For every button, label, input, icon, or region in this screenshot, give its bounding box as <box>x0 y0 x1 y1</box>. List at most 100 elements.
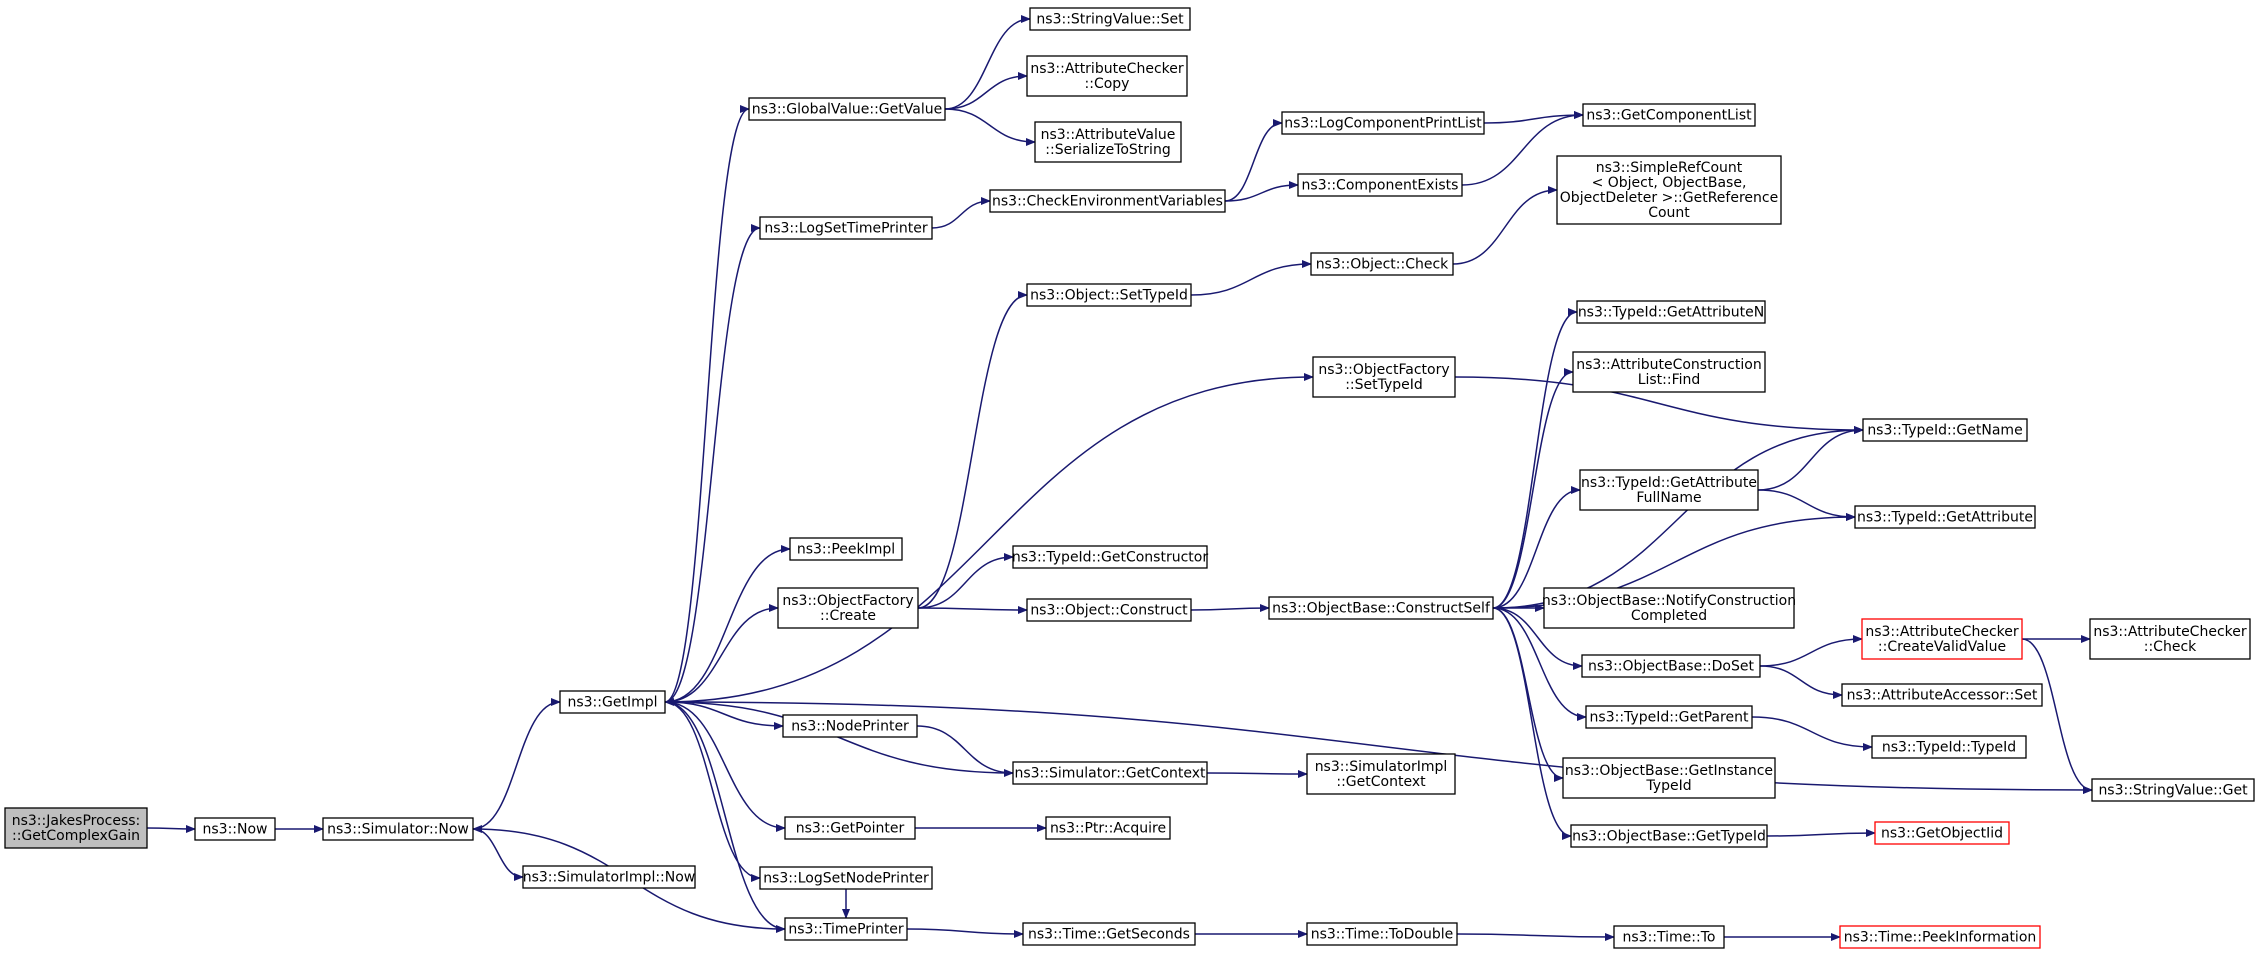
node-label: ns3::SimulatorImpl <box>1315 759 1448 775</box>
edge-accreate-to-svget <box>2021 638 2093 794</box>
node-box <box>789 537 903 561</box>
node-ns3-typeid-getparent[interactable]: ns3::TypeId::GetParent <box>1585 705 1753 729</box>
node-label: ns3::GetObjectIid <box>1881 826 2003 842</box>
node-ns3-simplerefcount-object-objectbase-objectdeleter-getreference-count[interactable]: ns3::SimpleRefCount< Object, ObjectBase,… <box>1556 155 1782 225</box>
edge-obconstructself-to-obgettid <box>1492 607 1572 840</box>
node-label: ns3::Simulator::Now <box>327 822 469 838</box>
node-box <box>1312 356 1456 398</box>
edge-logcpl-to-getcomplist <box>1483 111 1584 124</box>
edge-simgetctx-to-simimplgetctx <box>1206 769 1308 778</box>
node-ns3-logsettimeprinter[interactable]: ns3::LogSetTimePrinter <box>759 216 933 240</box>
node-box <box>784 816 916 840</box>
node-ns3-checkenvironmentvariables[interactable]: ns3::CheckEnvironmentVariables <box>989 189 1226 213</box>
node-ns3-attributechecker-createvalidvalue[interactable]: ns3::AttributeChecker::CreateValidValue <box>1861 618 2023 660</box>
node-ns3-logsetnodeprinter[interactable]: ns3::LogSetNodePrinter <box>759 866 933 890</box>
node-ns3-typeid-getattribute[interactable]: ns3::TypeId::GetAttribute <box>1854 505 2036 529</box>
node-box <box>1562 757 1776 799</box>
node-ns3-getpointer[interactable]: ns3::GetPointer <box>784 816 916 840</box>
edge-getimpl-to-ofsettid <box>664 373 1314 703</box>
node-ns3-typeid-getattributen[interactable]: ns3::TypeId::GetAttributeN <box>1576 300 1766 324</box>
node-ns3-object-settypeid[interactable]: ns3::Object::SetTypeId <box>1026 283 1192 307</box>
node-label: ns3::TypeId::GetAttribute <box>1581 475 1757 491</box>
edge-getimpl-to-svget <box>664 701 2093 794</box>
node-ns3-getobjectiid[interactable]: ns3::GetObjectIid <box>1874 821 2010 845</box>
node-ns3-stringvalue-set[interactable]: ns3::StringValue::Set <box>1029 7 1191 31</box>
node-ns3-object-construct[interactable]: ns3::Object::Construct <box>1026 598 1192 622</box>
node-ns3-typeid-typeid[interactable]: ns3::TypeId::TypeId <box>1871 735 2027 759</box>
node-box <box>194 817 276 841</box>
node-ns3-getimpl[interactable]: ns3::GetImpl <box>559 690 666 714</box>
node-ns3-objectbase-gettypeid[interactable]: ns3::ObjectBase::GetTypeId <box>1570 824 1768 848</box>
node-box <box>1613 925 1725 949</box>
node-ns3-simulator-getcontext[interactable]: ns3::Simulator::GetContext <box>1012 761 1208 785</box>
node-ns3-attributechecker-copy[interactable]: ns3::AttributeChecker::Copy <box>1026 55 1188 97</box>
node-ns3-objectbase-notifyconstruction-completed[interactable]: ns3::ObjectBase::NotifyConstructionCompl… <box>1542 587 1796 629</box>
node-ns3-nodeprinter[interactable]: ns3::NodePrinter <box>782 714 918 738</box>
node-label: FullName <box>1636 490 1701 506</box>
node-ns3-objectbase-constructself[interactable]: ns3::ObjectBase::ConstructSelf <box>1268 596 1494 620</box>
node-ns3-timeprinter[interactable]: ns3::TimePrinter <box>784 917 908 941</box>
node-ns3-typeid-getname[interactable]: ns3::TypeId::GetName <box>1862 418 2028 442</box>
node-box <box>322 817 474 841</box>
node-box <box>782 714 918 738</box>
node-label: ns3::ComponentExists <box>1302 178 1459 194</box>
node-box <box>1556 155 1782 225</box>
node-ns3-simulatorimpl-now[interactable]: ns3::SimulatorImpl::Now <box>522 865 696 889</box>
node-box <box>1281 111 1485 135</box>
node-label: ns3::Time::ToDouble <box>1311 927 1454 943</box>
node-ns3-time-to[interactable]: ns3::Time::To <box>1613 925 1725 949</box>
node-ns3-globalvalue-getvalue[interactable]: ns3::GlobalValue::GetValue <box>748 97 946 121</box>
edge-obconstructself-to-obgetinst <box>1492 607 1564 782</box>
node-ns3-attributechecker-check[interactable]: ns3::AttributeChecker::Check <box>2089 618 2251 660</box>
edge-getimpl-to-logsetnode <box>664 701 761 882</box>
node-label: ns3::JakesProcess: <box>12 813 141 829</box>
node-ns3-attributeaccessor-set[interactable]: ns3::AttributeAccessor::Set <box>1841 683 2043 707</box>
edge-getimpl-to-logsettime <box>664 224 761 703</box>
node-box <box>1012 761 1208 785</box>
edge-compexists-to-getcomplist <box>1461 111 1584 186</box>
node-label: ::CreateValidValue <box>1878 639 2006 655</box>
node-label: ns3::Time::PeekInformation <box>1844 930 2037 946</box>
node-label: ns3::GlobalValue::GetValue <box>752 102 942 118</box>
node-ns3-time-todouble[interactable]: ns3::Time::ToDouble <box>1306 922 1458 946</box>
node-box <box>559 690 666 714</box>
node-ns3-simulator-now[interactable]: ns3::Simulator::Now <box>322 817 474 841</box>
node-ns3-attributevalue-serializetostring[interactable]: ns3::AttributeValue::SerializeToString <box>1034 121 1182 163</box>
node-ns3-jakesprocess-getcomplexgain[interactable]: ns3::JakesProcess:::GetComplexGain <box>4 807 148 849</box>
node-box <box>1026 283 1192 307</box>
edge-obgettid-to-getobjiid <box>1766 829 1876 838</box>
node-ns3-typeid-getconstructor[interactable]: ns3::TypeId::GetConstructor <box>1012 545 1208 569</box>
node-ns3-now[interactable]: ns3::Now <box>194 817 276 841</box>
node-ns3-object-check[interactable]: ns3::Object::Check <box>1310 252 1454 276</box>
node-ns3-ptr-acquire[interactable]: ns3::Ptr::Acquire <box>1045 816 1171 840</box>
node-ns3-time-getseconds[interactable]: ns3::Time::GetSeconds <box>1022 922 1196 946</box>
node-label: ns3::TypeId::GetAttributeN <box>1578 305 1764 321</box>
edge-obconstructself-to-tidgetparent <box>1492 607 1587 721</box>
node-box <box>1045 816 1171 840</box>
node-label: ObjectDeleter >::GetReference <box>1560 190 1778 206</box>
node-box <box>1874 821 2010 845</box>
node-label: ::SerializeToString <box>1045 142 1170 158</box>
node-label: ns3::GetPointer <box>796 821 905 837</box>
node-ns3-objectbase-doset[interactable]: ns3::ObjectBase::DoSet <box>1581 654 1761 678</box>
node-ns3-stringvalue-get[interactable]: ns3::StringValue::Get <box>2091 778 2255 802</box>
node-label: ns3::LogComponentPrintList <box>1284 116 1482 132</box>
node-ns3-peekimpl[interactable]: ns3::PeekImpl <box>789 537 903 561</box>
node-ns3-getcomponentlist[interactable]: ns3::GetComponentList <box>1582 103 1756 127</box>
node-ns3-simulatorimpl-getcontext[interactable]: ns3::SimulatorImpl::GetContext <box>1306 753 1456 795</box>
edge-getimpl-to-gvget <box>664 105 750 703</box>
node-ns3-time-peekinformation[interactable]: ns3::Time::PeekInformation <box>1839 925 2041 949</box>
node-ns3-objectfactory-create[interactable]: ns3::ObjectFactory::Create <box>777 587 919 629</box>
edge-simnow-to-simimplnow <box>472 828 524 881</box>
node-ns3-objectfactory-settypeid[interactable]: ns3::ObjectFactory::SetTypeId <box>1312 356 1456 398</box>
edge-getimpl-to-ofcreate <box>664 604 779 703</box>
node-ns3-componentexists[interactable]: ns3::ComponentExists <box>1297 173 1463 197</box>
node-label: ns3::TypeId::GetParent <box>1590 710 1749 726</box>
node-ns3-logcomponentprintlist[interactable]: ns3::LogComponentPrintList <box>1281 111 1485 135</box>
edge-obconstructself-to-tidgetattrn <box>1492 308 1578 609</box>
node-label: ns3::ObjectFactory <box>1318 362 1449 378</box>
node-box <box>1310 252 1454 276</box>
